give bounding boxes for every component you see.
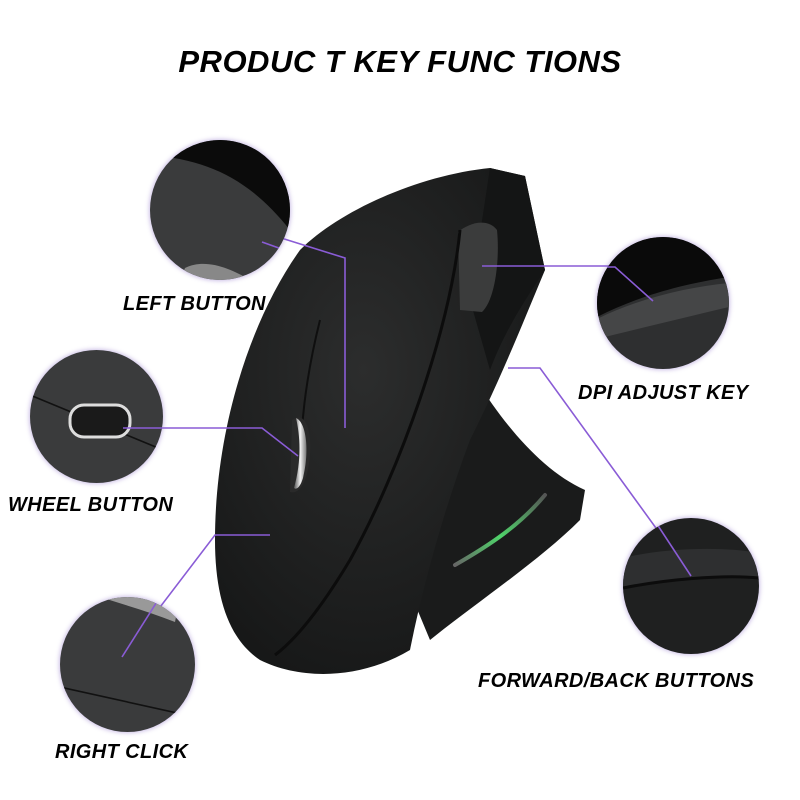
dpi-key-detail-circle <box>597 237 729 369</box>
label-left-button: LEFT BUTTON <box>123 293 266 315</box>
right-click-detail-circle <box>60 597 195 732</box>
label-forward-back-buttons: FORWARD/BACK BUTTONS <box>478 670 755 692</box>
wheel-button-detail-circle <box>30 350 163 483</box>
label-dpi-adjust-key: DPI ADJUST KEY <box>578 382 749 404</box>
page-title: PRODUC T KEY FUNC TIONS <box>178 44 622 79</box>
forward-back-detail-circle <box>623 518 759 654</box>
left-button-detail-circle <box>150 140 290 280</box>
label-right-click: RIGHT CLICK <box>55 741 189 763</box>
label-wheel-button: WHEEL BUTTON <box>8 494 174 516</box>
